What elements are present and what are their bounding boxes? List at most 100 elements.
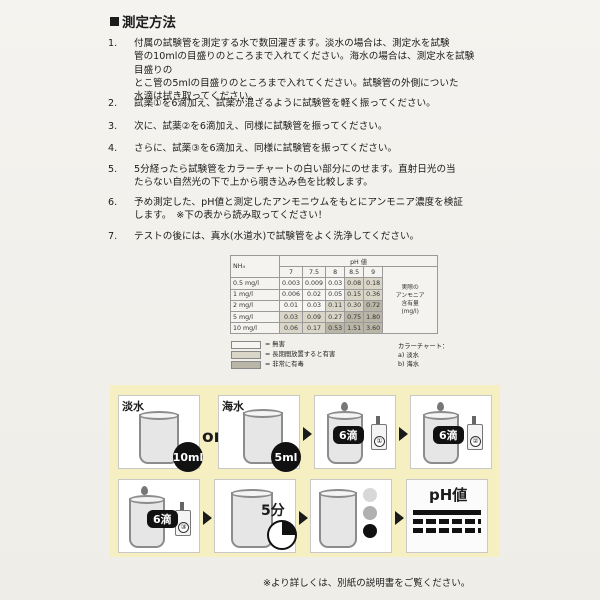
table-cell: 0.27	[325, 310, 346, 324]
reagent-3-box: ③ 6滴	[118, 479, 200, 553]
arrow-right-icon	[399, 427, 408, 441]
step-text: 試薬①を6滴加え、試薬が混ざるように試験管を軽く振ってください。	[134, 98, 436, 109]
legend-swatch	[231, 351, 261, 359]
six-drops-tag: 6滴	[333, 426, 364, 444]
seawater-label: 海水	[222, 400, 244, 413]
seawater-box: 海水 5ml	[218, 395, 301, 472]
table-row: 10 mg/l 0.06 0.17 0.53 1.51 3.60	[230, 322, 438, 335]
legend-label: = 無害	[265, 341, 285, 348]
actual-ammonia-label: 実際の アンモニア 含有量 (mg/l)	[382, 266, 439, 335]
table-cell: 0.75	[344, 310, 365, 324]
compare-box	[310, 479, 392, 553]
freshwater-label: 淡水	[122, 400, 144, 413]
reagent-number: ②	[470, 436, 481, 447]
step-number: 4.	[108, 143, 118, 154]
table-cell: 0.009	[302, 277, 327, 290]
table-cell: 0.05	[325, 288, 346, 301]
step-text: テストの後には、真水(水道水)で試験管をよく洗浄してください。	[134, 231, 420, 242]
row-label: 1 mg/l	[230, 288, 280, 301]
row-label: 10 mg/l	[230, 322, 280, 335]
arrow-right-icon	[203, 511, 212, 525]
reagent-number: ①	[374, 436, 385, 447]
step-number: 1.	[108, 38, 118, 49]
step-number: 6.	[108, 197, 118, 208]
step-3: 3. 次に、試薬②を6滴加え、同様に試験管を振ってください。	[108, 120, 478, 133]
table-cell: 0.02	[302, 288, 327, 301]
step-1: 1. 付属の試験管を測定する水で数回濯ぎます。淡水の場合は、測定水を試験 管の10…	[108, 37, 478, 103]
color-dot	[363, 524, 377, 538]
reagent-number: ③	[178, 522, 189, 533]
table-cell: 0.15	[344, 288, 365, 301]
ph-value-label: pH値	[429, 486, 468, 504]
table-cell: 0.72	[363, 299, 384, 312]
legend-item: = 無害	[231, 340, 335, 350]
ph-col-header: 7.5	[302, 266, 327, 279]
legend-label: = 非常に有毒	[265, 361, 304, 368]
step-text: 5分経ったら試験管をカラーチャートの白い部分にのせます。直射日光の当 たらない自…	[134, 164, 456, 189]
table-corner: NH₄	[230, 254, 280, 279]
timer-icon	[267, 520, 297, 550]
step-4: 4. さらに、試薬③を6滴加え、同様に試験管を振ってください。	[108, 142, 478, 155]
test-tube-icon	[231, 489, 273, 548]
six-drops-tag: 6滴	[147, 510, 178, 528]
wait-box: 5分	[214, 479, 297, 553]
reagent-bottle-icon: ①	[371, 416, 387, 450]
six-drops-tag: 6滴	[433, 426, 464, 444]
arrow-right-icon	[303, 427, 312, 441]
section-heading-text: 測定方法	[122, 15, 176, 31]
ph-col-header: 9	[363, 266, 384, 279]
step-number: 5.	[108, 164, 118, 175]
or-label: or	[202, 427, 223, 447]
table-cell: 1.80	[363, 310, 384, 324]
step-number: 3.	[108, 121, 118, 132]
row-label: 5 mg/l	[230, 310, 280, 324]
table-cell: 0.17	[302, 322, 327, 335]
freshwater-box: 淡水 10ml	[118, 395, 203, 472]
table-cell: 0.36	[363, 288, 384, 301]
drop-icon	[341, 402, 348, 411]
step-number: 2.	[108, 98, 118, 109]
footnote: ※より詳しくは、別紙の説明書をご覧ください。	[263, 578, 471, 589]
table-row: 0.5 mg/l 0.003 0.009 0.03 0.08 0.18	[230, 277, 438, 290]
arrow-right-icon	[395, 511, 404, 525]
table-cell: 0.01	[278, 299, 304, 312]
procedure-illustration: 淡水 10ml or 海水 5ml ① 6滴 ② 6滴 ③ 6滴	[110, 385, 500, 557]
step-text: 付属の試験管を測定する水で数回濯ぎます。淡水の場合は、測定水を試験 管の10ml…	[134, 38, 475, 103]
color-chart-note: カラーチャート： a) 淡水 b) 海水	[398, 343, 449, 368]
chart-bar	[413, 519, 481, 524]
legend-label: = 長期間放置すると有害	[265, 351, 336, 358]
table-cell: 3.60	[363, 322, 384, 335]
step-7: 7.テストの後には、真水(水道水)で試験管をよく洗浄してください。	[108, 230, 478, 243]
color-dot	[363, 488, 377, 502]
five-minutes-label: 5分	[261, 503, 285, 519]
legend-swatch	[231, 341, 261, 349]
table-cell: 0.03	[325, 277, 346, 290]
reagent-2-box: ② 6滴	[410, 395, 492, 469]
table-cell: 0.30	[344, 299, 365, 312]
step-6: 6.予め測定した、pH値と測定したアンモニウムをもとにアンモニア濃度を検証 しま…	[108, 196, 478, 223]
test-tube-icon	[139, 411, 179, 464]
table-cell: 1.51	[344, 322, 365, 335]
arrow-right-icon	[299, 511, 308, 525]
step-text: さらに、試薬③を6滴加え、同様に試験管を振ってください。	[134, 143, 398, 154]
ph-col-header: 8.5	[344, 266, 365, 279]
ammonia-table: NH₄ pH 値 7 7.5 8 8.5 9 実際の アンモニア 含有量 (mg…	[230, 254, 439, 335]
section-heading: 測定方法	[110, 11, 176, 31]
legend-item: = 非常に有毒	[231, 360, 335, 370]
legend-swatch	[231, 361, 261, 369]
table-cell: 0.11	[325, 299, 346, 312]
chart-bar	[413, 510, 481, 515]
reagent-bottle-icon: ②	[467, 416, 483, 450]
step-text: 次に、試薬②を6滴加え、同様に試験管を振ってください。	[134, 121, 388, 132]
ph-col-header: 7	[278, 266, 304, 279]
row-label: 2 mg/l	[230, 299, 280, 312]
table-cell: 0.09	[302, 310, 327, 324]
table-cell: 0.06	[278, 322, 304, 335]
square-bullet-icon	[110, 17, 119, 26]
ph-header: pH 値	[278, 254, 439, 268]
reagent-bottle-icon: ③	[175, 502, 191, 536]
step-5: 5. 5分経ったら試験管をカラーチャートの白い部分にのせます。直射日光の当 たらな…	[108, 163, 478, 190]
row-label: 0.5 mg/l	[230, 277, 280, 290]
legend-item: = 長期間放置すると有害	[231, 350, 335, 360]
